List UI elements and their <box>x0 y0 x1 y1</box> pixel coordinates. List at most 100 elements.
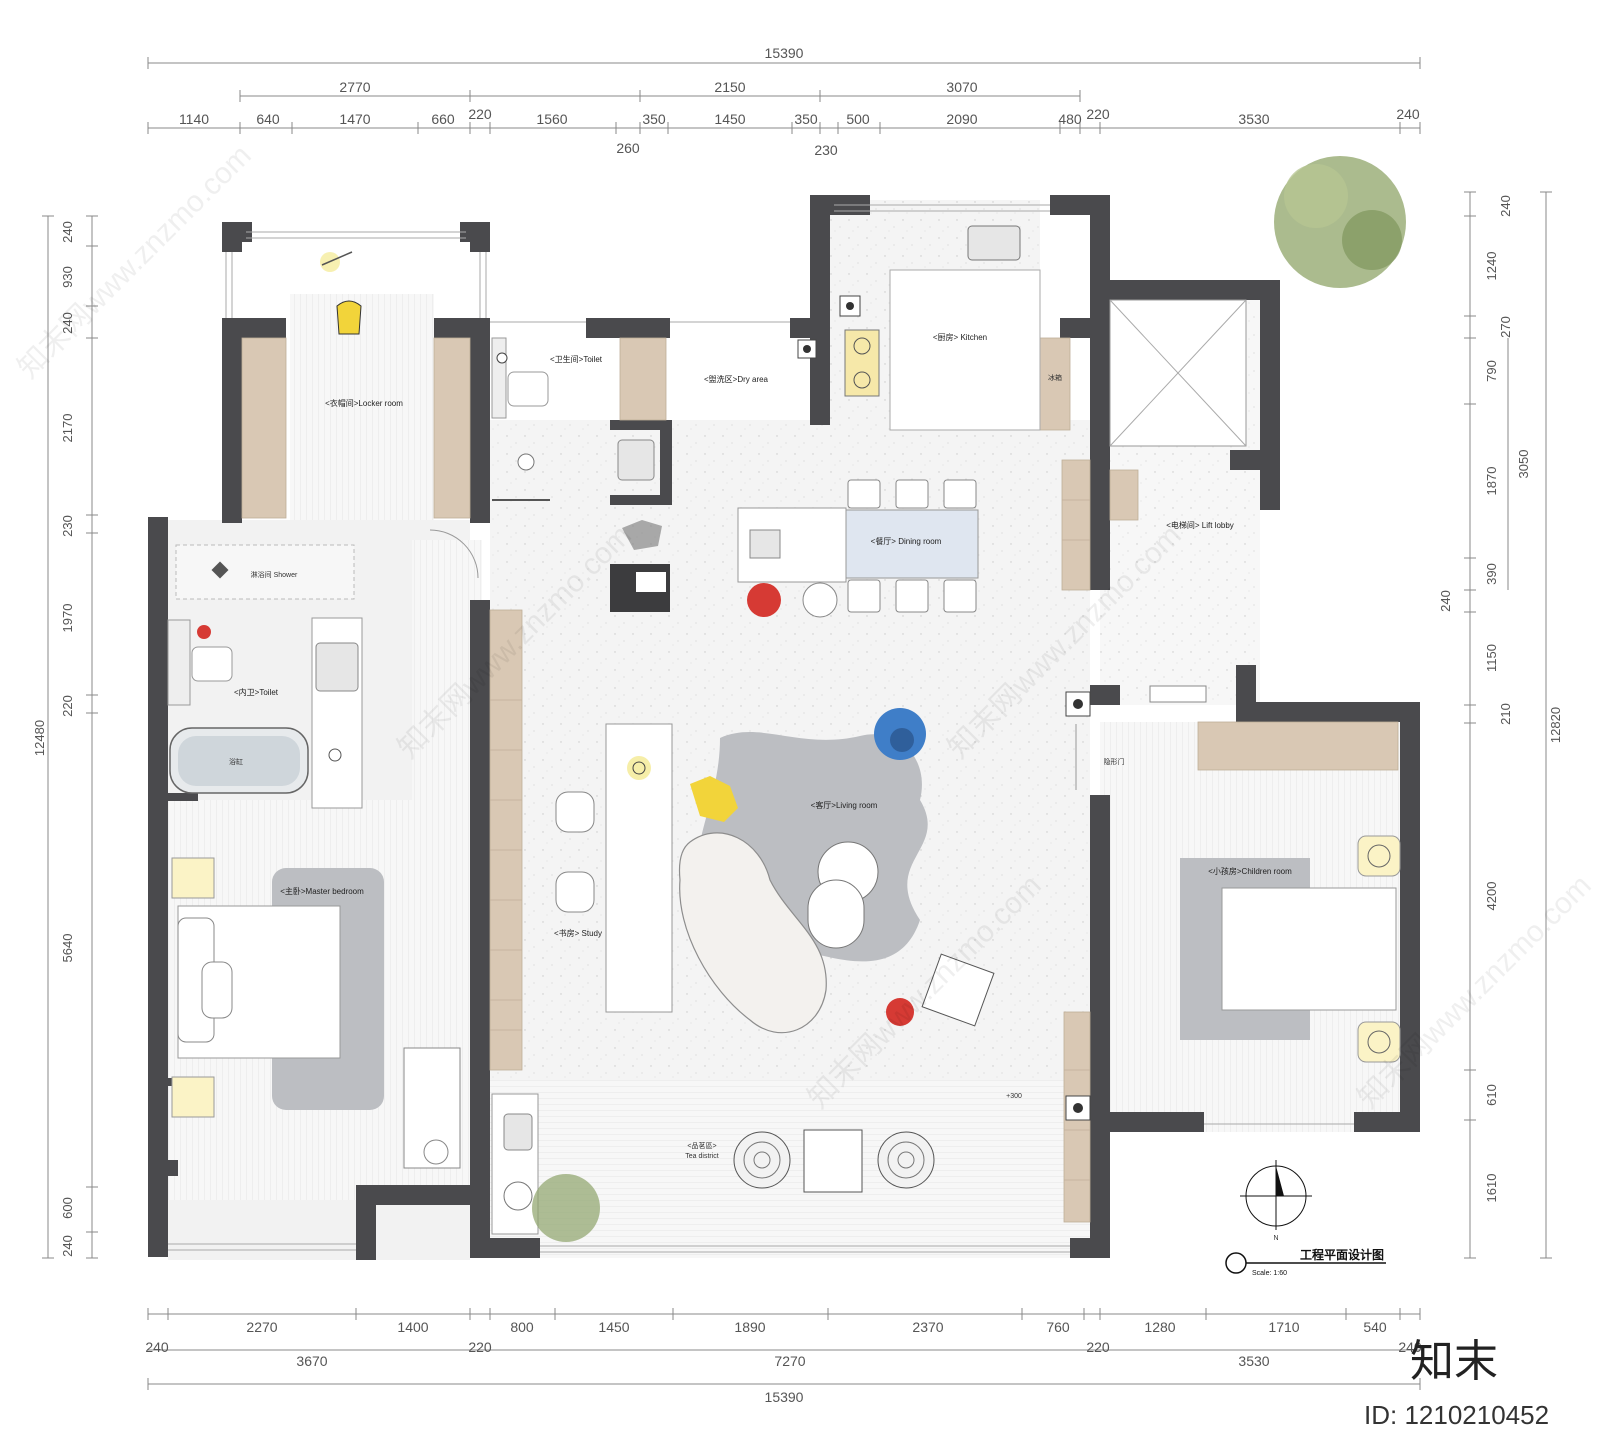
dim-label: 220 <box>468 1339 492 1355</box>
dim-ticks-top <box>147 122 1421 134</box>
room-labels: <衣帽间>Locker room <卫生间>Toilet <盥洗区>Dry ar… <box>229 332 1292 1160</box>
dim-label: 500 <box>846 111 870 127</box>
dimensions-top <box>147 57 1421 129</box>
room-label-toilet-top: <卫生间>Toilet <box>550 354 603 364</box>
dim-label: 220 <box>60 695 75 717</box>
dim-label: 240 <box>1498 195 1513 217</box>
room-label-tea-cn: <品茗區> <box>687 1141 716 1150</box>
dim-label: 1450 <box>714 111 745 127</box>
dim-label: 3670 <box>296 1353 327 1369</box>
title-marker-icon <box>1225 1252 1247 1274</box>
dim-label: 4200 <box>1484 882 1499 911</box>
dim-label: 1710 <box>1268 1319 1299 1335</box>
red-stool-icon <box>747 583 781 617</box>
sink-icon <box>503 1113 533 1151</box>
dim-label: 1560 <box>536 111 567 127</box>
fountain-icon <box>503 1181 533 1211</box>
dim-label: 930 <box>60 266 75 288</box>
id-watermark: ID: 1210210452 <box>1364 1400 1549 1430</box>
dim-label: 270 <box>1498 316 1513 338</box>
dim-label: 12820 <box>1548 707 1563 743</box>
dim-label: 3050 <box>1516 450 1531 479</box>
dim-label: 790 <box>1484 360 1499 382</box>
room-label-living: <客厅>Living room <box>811 800 878 810</box>
dim-label: 2150 <box>714 79 745 95</box>
nightstand-icon <box>171 857 215 899</box>
office-chair-icon <box>555 791 595 833</box>
bathtub-label: 浴缸 <box>229 757 243 766</box>
cooktop-icon <box>844 329 880 397</box>
dim-label: 350 <box>642 111 666 127</box>
sculpture-icon <box>622 520 662 550</box>
dim-label: 660 <box>431 111 455 127</box>
legend: N 工程平面设计图 Scale: 1:60 <box>1225 1160 1386 1277</box>
toilet-icon <box>507 371 549 407</box>
dim-label: 2090 <box>946 111 977 127</box>
dim-right-labels: 240 1240 270 790 1870 390 1150 210 4200 … <box>1438 195 1563 1202</box>
room-label-kitchen: <厨房> Kitchen <box>933 332 987 342</box>
drawing-title: 工程平面设计图 <box>1300 1247 1384 1262</box>
dim-label: 1470 <box>339 111 370 127</box>
dim-label: 1970 <box>60 604 75 633</box>
brand-watermark: 知末 <box>1410 1337 1498 1386</box>
dim-label: 240 <box>60 1235 75 1257</box>
red-accent-icon <box>197 625 211 639</box>
dim-label: 210 <box>1498 703 1513 725</box>
island-counter-icon <box>737 507 847 583</box>
chair-icon <box>336 300 362 335</box>
dim-label: 240 <box>1438 590 1453 612</box>
dim-label: 1870 <box>1484 467 1499 496</box>
dim-label: 2170 <box>60 414 75 443</box>
dimensions-left <box>42 215 98 1259</box>
dim-label: 2370 <box>912 1319 943 1335</box>
tap-icon <box>496 352 508 364</box>
fridge-label: 冰箱 <box>1048 373 1062 382</box>
dim-label: 1280 <box>1144 1319 1175 1335</box>
level-label: +300 <box>1006 1093 1022 1100</box>
dim-label: 240 <box>60 312 75 334</box>
watermark-text: 知末网www.znzmo.com <box>12 139 258 385</box>
dim-label: 390 <box>1484 563 1499 585</box>
dim-label: 5640 <box>60 934 75 963</box>
dim-label: 15390 <box>765 1389 804 1405</box>
nightstand-icon <box>1357 1021 1401 1063</box>
dim-label: 1610 <box>1484 1174 1499 1203</box>
nightstand-icon <box>171 1076 215 1118</box>
dim-label: 1400 <box>397 1319 428 1335</box>
room-label-master: <主卧>Master bedroom <box>280 886 364 896</box>
tea-table-icon <box>803 1129 863 1193</box>
dim-overall-top: 15390 <box>765 45 804 61</box>
room-label-inner-toilet: <内卫>Toilet <box>234 687 279 697</box>
drain-icon <box>211 561 229 579</box>
dimensions-right <box>1464 191 1552 1259</box>
dim-label: 3530 <box>1238 1353 1269 1369</box>
drawing-scale: Scale: 1:60 <box>1252 1270 1287 1277</box>
lamp-icon <box>627 756 651 780</box>
room-label-dining: <餐厅> Dining room <box>871 537 942 546</box>
children-bed-icon <box>1221 887 1397 1011</box>
tea-stool-icon <box>733 1131 791 1189</box>
room-label-dry-area: <盥洗区>Dry area <box>704 374 769 384</box>
walls <box>148 195 1420 1260</box>
dining-table-icon <box>845 509 979 579</box>
dim-label: 1450 <box>598 1319 629 1335</box>
dim-label: 2770 <box>339 79 370 95</box>
furniture <box>167 156 1406 1242</box>
dim-left-labels: 240 930 240 2170 230 1970 220 5640 600 2… <box>32 221 75 1257</box>
dim-label: 760 <box>1046 1319 1070 1335</box>
dim-bottom-labels: 2270 1400 800 1450 1890 2370 760 1280 17… <box>145 1319 1422 1405</box>
dim-label: 3530 <box>1238 111 1269 127</box>
dim-label: 220 <box>1086 1339 1110 1355</box>
dim-label: 230 <box>60 515 75 537</box>
dim-label: 600 <box>60 1197 75 1219</box>
dim-label: 1140 <box>179 111 209 127</box>
sink-icon <box>617 439 655 481</box>
room-label-study: <书房> Study <box>554 928 602 938</box>
dim-label: 12480 <box>32 720 47 756</box>
dim-label: 240 <box>1396 106 1420 122</box>
plant-icon <box>532 1174 600 1242</box>
dim-label: 240 <box>1398 1339 1422 1355</box>
dim-label: 3070 <box>946 79 977 95</box>
room-label-children: <小孩房>Children room <box>1208 866 1292 876</box>
